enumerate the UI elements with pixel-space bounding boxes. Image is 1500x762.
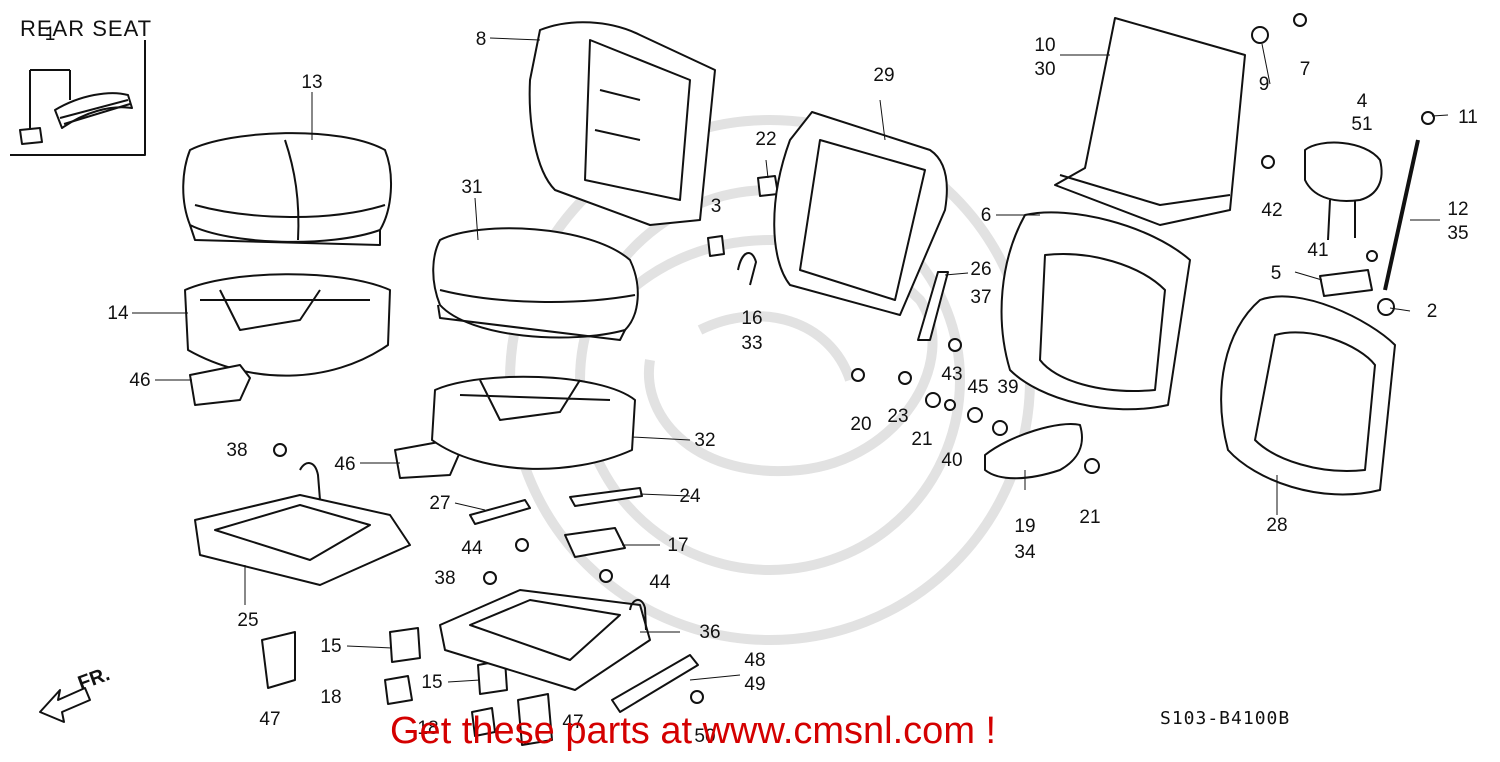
callout-40: 40 xyxy=(941,450,962,471)
callout-15: 15 xyxy=(320,636,341,657)
callout-34: 34 xyxy=(1014,542,1036,563)
callout-26: 26 xyxy=(970,259,991,280)
callout-25: 25 xyxy=(237,610,258,631)
callout-18: 18 xyxy=(417,718,438,739)
callout-4: 4 xyxy=(1357,91,1368,112)
part-13-seat-cushion xyxy=(182,132,393,246)
callout-49: 49 xyxy=(744,674,765,695)
part-46-bracket-left xyxy=(189,364,251,406)
part-32-cushion-pad xyxy=(431,375,636,470)
callout-1: 1 xyxy=(45,24,56,45)
callout-41: 41 xyxy=(1307,240,1328,261)
callout-30: 30 xyxy=(1034,59,1055,80)
part-22-clip xyxy=(757,175,779,197)
callout-50: 50 xyxy=(694,726,715,747)
callout-12: 12 xyxy=(1447,199,1468,220)
callout-20: 20 xyxy=(850,414,871,435)
fastener-bolts xyxy=(273,13,1435,704)
part-48-49-hinge-plate xyxy=(611,654,699,713)
part-16-hook xyxy=(737,252,757,286)
leader-lines xyxy=(132,37,1449,683)
part-47-cover-right xyxy=(517,693,553,746)
callout-48: 48 xyxy=(744,650,765,671)
callout-47: 47 xyxy=(259,709,280,730)
part-27-strap xyxy=(469,499,531,525)
part-3-clip xyxy=(707,235,725,257)
callout-24: 24 xyxy=(679,486,701,507)
callout-43: 43 xyxy=(941,364,962,385)
part-17-hinge xyxy=(564,527,626,558)
callout-45: 45 xyxy=(967,377,988,398)
part-18-latch xyxy=(384,675,413,705)
part-47-cover-left xyxy=(261,631,296,689)
callout-13: 13 xyxy=(301,72,322,93)
part-18-latch-b xyxy=(471,707,496,737)
part-14-cushion-pad xyxy=(184,273,391,377)
callout-21: 21 xyxy=(911,429,932,450)
part-15-bracket xyxy=(389,627,421,663)
callout-28: 28 xyxy=(1266,515,1287,536)
callout-38: 38 xyxy=(226,440,247,461)
callout-18: 18 xyxy=(320,687,341,708)
diagram-code: S103-B4100B xyxy=(1160,708,1291,729)
part-19-34-armrest xyxy=(984,423,1083,480)
callout-39: 39 xyxy=(997,377,1018,398)
callout-37: 37 xyxy=(970,287,991,308)
callout-14: 14 xyxy=(107,303,129,324)
callout-23: 23 xyxy=(887,406,908,427)
part-29-seatback-frame xyxy=(773,111,948,316)
part-12-35-rod xyxy=(1383,139,1420,291)
callout-5: 5 xyxy=(1271,263,1282,284)
part-31-seat-cushion xyxy=(432,227,639,341)
callout-47: 47 xyxy=(562,712,583,733)
front-direction-arrow xyxy=(39,687,91,723)
callout-2: 2 xyxy=(1427,301,1438,322)
callout-22: 22 xyxy=(755,129,776,150)
callout-38: 38 xyxy=(434,568,455,589)
callout-32: 32 xyxy=(694,430,715,451)
callout-46: 46 xyxy=(334,454,355,475)
part-1-clip-springs xyxy=(10,40,146,156)
callout-36: 36 xyxy=(699,622,720,643)
callout-17: 17 xyxy=(667,535,688,556)
part-24-strap xyxy=(569,487,643,507)
part-26-37-bracket xyxy=(917,271,949,341)
promo-banner[interactable]: Get these parts at www.cmsnl.com ! xyxy=(390,710,997,752)
part-36-seat-frame-right xyxy=(439,589,651,691)
callout-9: 9 xyxy=(1259,74,1270,95)
callout-labels: 1 13 14 46 38 46 25 47 15 18 15 18 47 8 … xyxy=(45,24,1478,747)
callout-16: 16 xyxy=(741,308,762,329)
part-5-bracket xyxy=(1319,269,1373,297)
part-28-seatback xyxy=(1220,295,1396,496)
callout-31: 31 xyxy=(461,177,482,198)
callout-35: 35 xyxy=(1447,223,1468,244)
callout-15: 15 xyxy=(421,672,442,693)
callout-3: 3 xyxy=(711,196,722,217)
callout-6: 6 xyxy=(981,205,992,226)
callout-7: 7 xyxy=(1300,59,1311,80)
callout-46: 46 xyxy=(129,370,150,391)
part-8-seatback-frame xyxy=(528,21,716,226)
part-6-seatback xyxy=(1000,211,1191,411)
part-25-seat-frame-left xyxy=(194,462,411,586)
callout-51: 51 xyxy=(1351,114,1372,135)
diagram-title: REAR SEAT xyxy=(20,16,153,41)
callout-10: 10 xyxy=(1034,35,1055,56)
callout-44: 44 xyxy=(461,538,483,559)
part-10-30-back-panel xyxy=(1054,17,1246,226)
callout-33: 33 xyxy=(741,333,762,354)
callout-11: 11 xyxy=(1458,107,1478,128)
callout-42: 42 xyxy=(1261,200,1282,221)
callout-19: 19 xyxy=(1014,516,1035,537)
part-4-51-headrest xyxy=(1304,141,1383,241)
callout-8: 8 xyxy=(476,29,487,50)
callout-44: 44 xyxy=(649,572,671,593)
callout-21: 21 xyxy=(1079,507,1100,528)
callout-29: 29 xyxy=(873,65,894,86)
callout-27: 27 xyxy=(429,493,450,514)
